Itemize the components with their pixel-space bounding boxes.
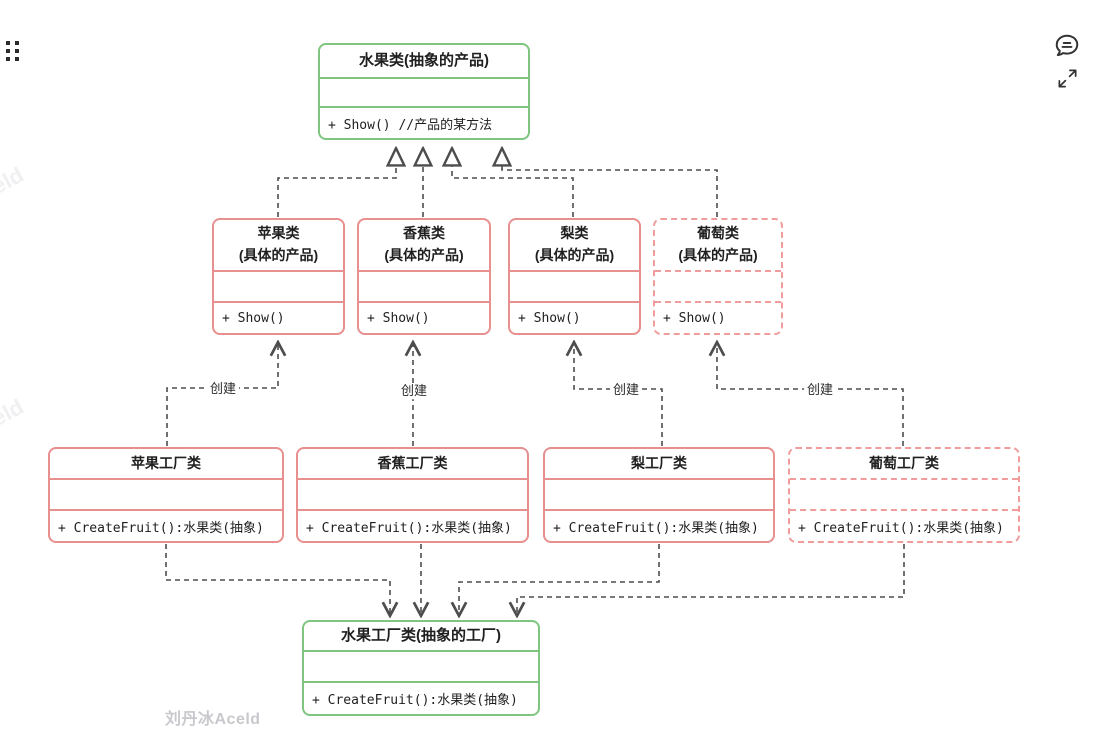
create-label: 创建 — [803, 382, 837, 398]
class-title: 水果工厂类(抽象的工厂) — [341, 627, 501, 645]
class-attributes — [359, 270, 489, 303]
class-methods: + CreateFruit():水果类(抽象) — [553, 520, 759, 536]
class-title: 葡萄类 (具体的产品) — [678, 225, 758, 263]
class-title: 梨工厂类 — [631, 454, 687, 471]
create-label: 创建 — [609, 382, 643, 398]
class-title: 苹果类 (具体的产品) — [238, 225, 319, 263]
class-banana-factory[interactable]: 香蕉工厂类 + CreateFruit():水果类(抽象) — [296, 447, 529, 543]
edge-pear-product-inherits — [452, 149, 574, 217]
comment-icon[interactable] — [1053, 32, 1081, 65]
class-attributes — [790, 478, 1018, 511]
class-attributes — [214, 270, 343, 303]
class-attributes — [545, 478, 773, 511]
class-title: 香蕉工厂类 — [377, 454, 448, 471]
class-methods: + CreateFruit():水果类(抽象) — [312, 693, 518, 708]
drag-handle-icon[interactable] — [5, 40, 22, 67]
author-watermark: 刘丹冰Aceld — [165, 711, 261, 728]
class-apple-factory[interactable]: 苹果工厂类 + CreateFruit():水果类(抽象) — [48, 447, 284, 543]
class-methods: + CreateFruit():水果类(抽象) — [306, 520, 512, 536]
create-label: 创建 — [397, 383, 431, 399]
class-abstract-factory[interactable]: 水果工厂类(抽象的工厂) + CreateFruit():水果类(抽象) — [302, 620, 540, 716]
expand-icon[interactable] — [1056, 67, 1079, 95]
edge-apple-product-inherits — [277, 149, 396, 217]
class-methods: + Show() //产品的某方法 — [328, 117, 493, 133]
class-grape-factory[interactable]: 葡萄工厂类 + CreateFruit():水果类(抽象) — [788, 447, 1020, 543]
class-attributes — [320, 77, 528, 108]
class-title: 梨类 (具体的产品) — [534, 225, 615, 263]
edge-grape-product-inherits — [502, 149, 718, 217]
create-label: 创建 — [206, 381, 240, 397]
class-apple-product[interactable]: 苹果类 (具体的产品) + Show() — [212, 218, 345, 335]
class-title: 水果类(抽象的产品) — [359, 52, 489, 70]
class-title: 香蕉类 (具体的产品) — [384, 225, 464, 263]
edge-pear-factory-inherits — [459, 544, 660, 615]
edge-watermark: eld — [0, 394, 28, 432]
edge-apple-factory-inherits — [165, 544, 390, 615]
class-attributes — [298, 478, 527, 511]
class-pear-product[interactable]: 梨类 (具体的产品) + Show() — [508, 218, 641, 335]
class-attributes — [655, 270, 781, 303]
class-abstract-product[interactable]: 水果类(抽象的产品) + Show() //产品的某方法 — [318, 43, 530, 140]
class-pear-factory[interactable]: 梨工厂类 + CreateFruit():水果类(抽象) — [543, 447, 775, 543]
class-methods: + Show() — [222, 310, 285, 326]
edge-grape-factory-inherits — [517, 544, 905, 615]
class-attributes — [304, 650, 538, 683]
class-title: 苹果工厂类 — [131, 454, 201, 471]
class-methods: + CreateFruit():水果类(抽象) — [798, 520, 1004, 536]
class-banana-product[interactable]: 香蕉类 (具体的产品) + Show() — [357, 218, 491, 335]
class-grape-product[interactable]: 葡萄类 (具体的产品) + Show() — [653, 218, 783, 335]
edge-watermark: eld — [0, 162, 28, 200]
class-methods: + Show() — [367, 310, 430, 326]
class-methods: + Show() — [518, 310, 581, 326]
class-attributes — [50, 478, 282, 511]
class-title: 葡萄工厂类 — [869, 454, 939, 471]
class-attributes — [510, 270, 639, 303]
class-methods: + CreateFruit():水果类(抽象) — [58, 520, 264, 536]
class-methods: + Show() — [663, 310, 726, 326]
